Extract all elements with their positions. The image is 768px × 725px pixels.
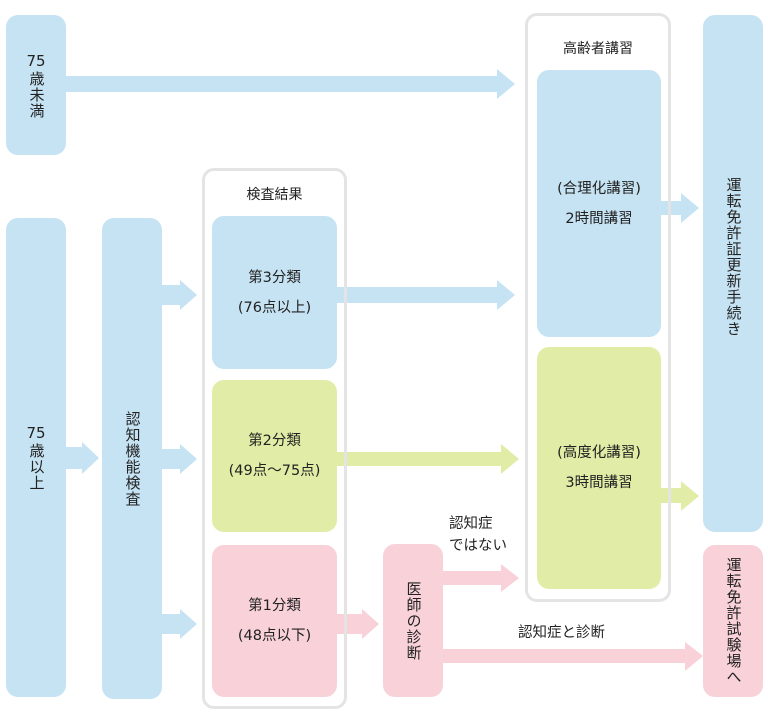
under75-label: 歳未満 [27,70,46,119]
renewal-label: 運転免許証更新手続き [724,177,743,337]
over75-age: 75 [26,424,46,442]
label-not-dementia-line2: ではない [449,538,507,554]
node-over-75: 75 歳以上 [6,218,66,697]
class1-title: 第1分類 [248,598,301,614]
node-rational-course: (合理化講習) 2時間講習 [537,70,661,337]
rational-title: (合理化講習) [557,180,641,197]
label-not-dementia-line1: 認知症 [449,516,493,532]
results-title: 検査結果 [246,187,303,203]
node-advanced-course: (高度化講習) 3時間講習 [537,347,661,589]
arrow-class2-to-advanced [337,444,519,474]
node-class3: 第3分類 (76点以上) [212,216,337,369]
cognitive-test-label: 認知機能検査 [123,410,142,507]
node-exam-center: 運転免許試験場へ [703,545,763,697]
node-doctor-diagnosis: 医師の診断 [383,544,443,697]
arrow-test-to-class1 [162,609,197,639]
class1-range: (48点以下) [237,628,312,644]
class2-range: (49点〜75点) [228,463,321,479]
class2-title: 第2分類 [248,433,301,449]
course-group: 高齢者講習 [525,13,671,602]
results-group: 検査結果 [202,168,347,709]
node-class2: 第2分類 (49点〜75点) [212,380,337,532]
course-title: 高齢者講習 [563,41,633,57]
arrow-rational-to-renewal [661,193,699,223]
rational-hours: 2時間講習 [565,210,633,227]
class3-range: (76点以上) [237,299,312,316]
advanced-title: (高度化講習) [557,445,641,461]
node-class1: 第1分類 (48点以下) [212,545,337,697]
arrow-over75-to-test [66,442,99,474]
under75-age: 75 [26,51,46,70]
arrow-doctor-to-advanced [443,564,519,592]
node-license-renewal: 運転免許証更新手続き [703,15,763,532]
arrow-test-to-class3 [162,280,197,310]
node-cognitive-test: 認知機能検査 [102,218,162,699]
label-dementia: 認知症と診断 [518,625,605,641]
advanced-hours: 3時間講習 [565,475,633,491]
node-under-75: 75 歳未満 [6,15,66,155]
arrow-test-to-class2 [162,444,197,474]
arrow-under75-to-courses [66,69,515,99]
arrow-class3-to-rational [337,280,515,310]
over75-label: 歳以上 [27,443,46,491]
class3-title: 第3分類 [248,269,301,286]
arrow-doctor-to-exam [443,642,703,671]
label-not-dementia: 認知症 ではない [449,513,507,557]
exam-center-label: 運転免許試験場へ [724,557,743,685]
arrow-class1-to-doctor [337,609,379,639]
doctor-label: 医師の診断 [404,580,423,661]
